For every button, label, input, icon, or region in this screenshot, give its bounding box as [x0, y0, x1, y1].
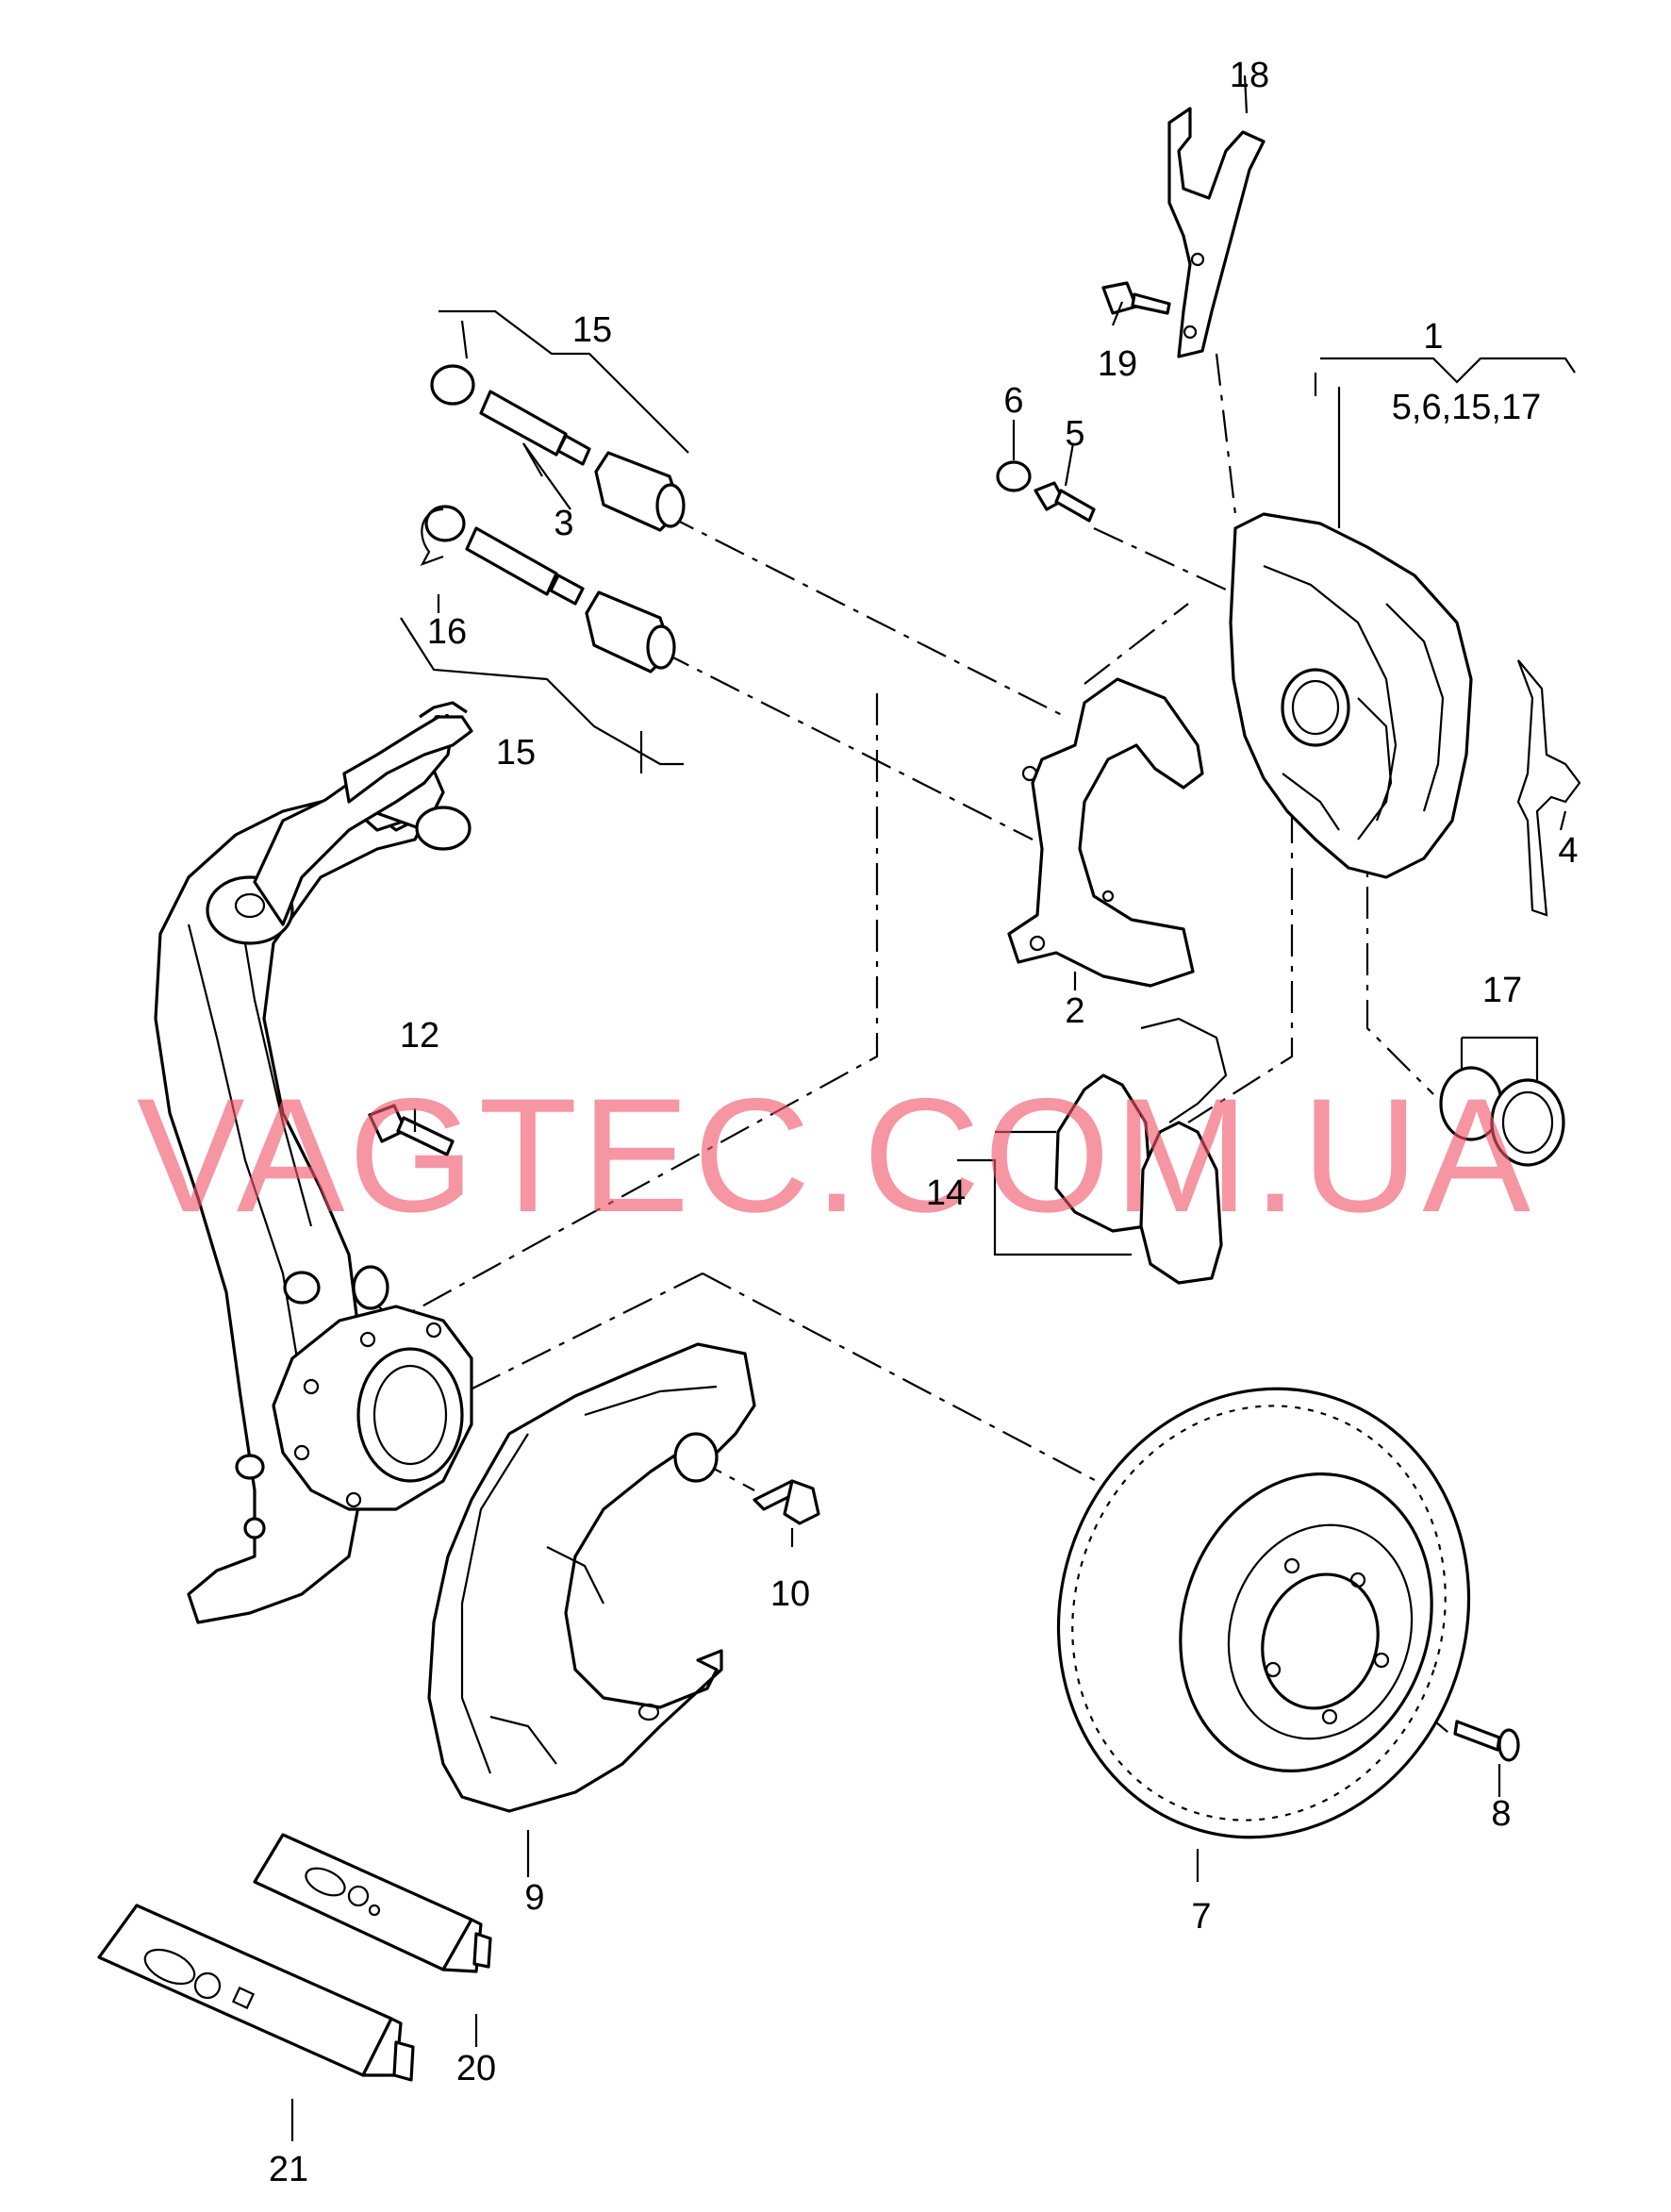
- callout-8: 8: [1491, 1794, 1512, 1834]
- callout-1: 1: [1423, 317, 1444, 357]
- steering-knuckle: [154, 701, 473, 1624]
- callout-7: 7: [1191, 1897, 1212, 1937]
- callout-6: 6: [1003, 381, 1024, 421]
- brake-disc-part-7: [1056, 1387, 1471, 1839]
- callout-16: 16: [426, 612, 468, 652]
- callout-5: 5: [1065, 414, 1085, 454]
- callout-15-lower: 15: [495, 733, 537, 773]
- bolt-part-19: [1101, 281, 1171, 315]
- brake-caliper-part-1: [1229, 512, 1473, 879]
- callout-14: 14: [925, 1173, 967, 1213]
- caliper-bracket-part-2: [1007, 677, 1204, 988]
- paste-tube-part-21: [97, 1904, 415, 2082]
- bolt-part-12: [368, 1104, 455, 1156]
- leader-lines: [290, 75, 1576, 2141]
- guide-pin-upper: [430, 364, 686, 532]
- spring-part-4: [1516, 659, 1581, 917]
- paste-tube-part-20: [253, 1833, 492, 1973]
- cap-part-6: [996, 460, 1032, 492]
- callout-19: 19: [1097, 344, 1138, 384]
- callout-10: 10: [769, 1574, 811, 1614]
- clip-part-16: [420, 507, 444, 567]
- bleeder-valve-part-5: [1034, 481, 1096, 523]
- callout-15-upper: 15: [571, 310, 613, 350]
- watermark-text: VAGTEC.COM.UA: [136, 1065, 1535, 1246]
- bracket-part-18: [1167, 107, 1266, 358]
- guide-pin-lower: [424, 505, 676, 674]
- callout-20: 20: [455, 2049, 497, 2088]
- callout-9: 9: [524, 1878, 545, 1918]
- seal-kit-part-17: [1439, 1066, 1565, 1167]
- callout-4: 4: [1558, 831, 1579, 871]
- callout-1-sub: 5,6,15,17: [1391, 388, 1542, 427]
- screw-part-8: [1453, 1720, 1520, 1762]
- callout-12: 12: [399, 1016, 440, 1056]
- callout-21: 21: [268, 2150, 309, 2189]
- callout-18: 18: [1229, 56, 1270, 95]
- splash-shield-part-9: [427, 1342, 756, 1813]
- callout-3: 3: [554, 504, 574, 543]
- callout-17: 17: [1481, 971, 1523, 1010]
- bolt-part-10: [753, 1479, 820, 1525]
- brake-pads-part-14: [1054, 1017, 1228, 1285]
- callout-2: 2: [1065, 991, 1085, 1031]
